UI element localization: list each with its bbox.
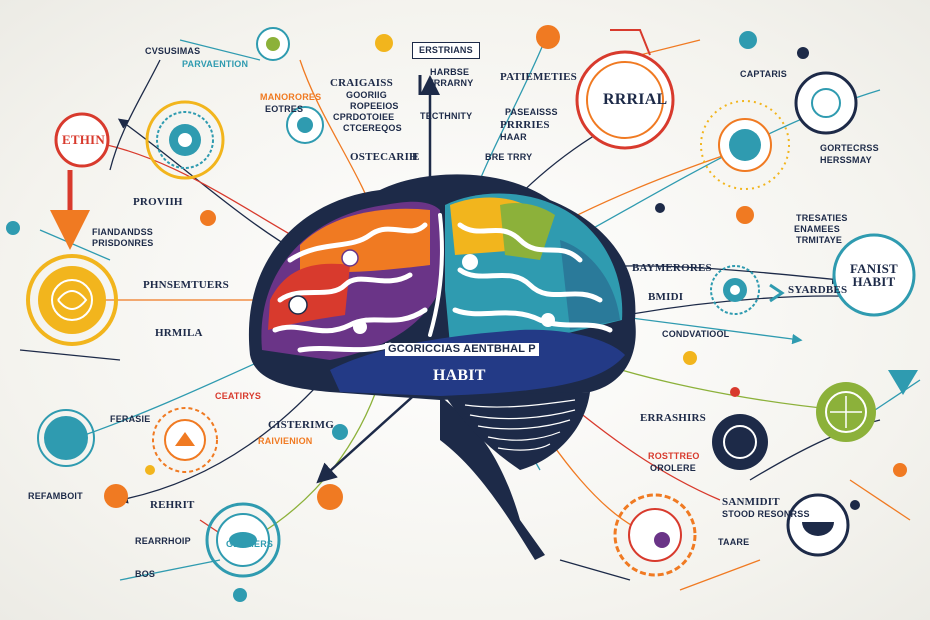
label-right-a: BAYMERORES — [632, 262, 712, 274]
label-low-right-4: SANMIDIT — [722, 496, 780, 508]
label-left-mid-3: PRISDONRES — [92, 238, 154, 248]
label-left-mid-1: PROVIIH — [133, 196, 183, 208]
label-right-c: BMIDI — [648, 291, 684, 303]
right-habit-node — [832, 233, 916, 317]
label-bottom-left-1: BOS — [135, 569, 156, 579]
label-col-left-e: CTCEREQOS — [343, 123, 402, 133]
label-right-circle-2: HABIT — [852, 274, 896, 289]
label-top-mid-3: PRRRIES — [500, 119, 550, 131]
label-right-mid-3: TRMITAYE — [796, 235, 843, 245]
right-chevron — [769, 283, 785, 303]
label-low-right-5: STOOD RESONRSS — [722, 509, 810, 519]
label-right-mid-1: TRESATIES — [796, 213, 848, 223]
top-right-icon-node — [794, 71, 858, 135]
right-habit-text: FANIST HABIT — [850, 262, 898, 288]
right-teal-node — [710, 265, 760, 315]
left-low-target-node — [152, 407, 218, 473]
label-col-left-g: EOTRES — [265, 104, 304, 114]
label-top-center-3: TECTHNITY — [420, 111, 473, 121]
label-top-center-1: HARBSE — [430, 67, 470, 77]
label-col-left-a: CRAIGAISS — [330, 77, 393, 89]
left-teal-node — [37, 409, 95, 467]
label-left-low-6: RAIVIENION — [258, 436, 313, 446]
label-right-top-2: GORTECRSS — [820, 143, 879, 153]
label-right-b: SYARDBES — [788, 284, 848, 296]
label-top-mid-4: HAAR — [500, 132, 527, 142]
brain — [248, 174, 636, 560]
label-left-low-2: CISTERIMG — [268, 419, 334, 431]
label-top-box: ERSTRIANS — [412, 42, 480, 59]
left-sun-node — [26, 254, 118, 346]
label-low-right-1: ERRASHIRS — [640, 412, 706, 424]
top-right-sun-node — [700, 100, 790, 190]
label-right-circle-1: FANIST — [850, 261, 898, 276]
label-low-right-2: ROSTTREO — [648, 451, 700, 461]
label-col-left-i: E — [412, 151, 420, 163]
label-left-mid-4: PHNSEMTUERS — [143, 279, 229, 291]
label-left-low-1: CEATIRYS — [215, 391, 262, 401]
label-top-left-2: PARVAENTION — [182, 59, 249, 69]
top-left-target-node — [145, 100, 225, 180]
label-top-mid-2: PASEAISSS — [505, 107, 558, 117]
label-col-left-d: CPRDOTOIEE — [333, 112, 395, 122]
label-right-top-1: CAPTARIS — [740, 69, 787, 79]
label-low-right-6: TAARE — [718, 537, 750, 547]
ethin-node — [54, 112, 110, 168]
label-left-low-4: REARRHOIP — [135, 536, 191, 546]
label-rrrial: RRRIAL — [603, 91, 668, 108]
right-green-node — [816, 382, 876, 442]
label-top-center-2: TRRARNY — [428, 78, 474, 88]
label-col-left-b: GOORIIG — [346, 90, 387, 100]
label-right-mid-2: ENAMEES — [794, 224, 840, 234]
label-top-mid-1: PATIEMETIES — [500, 71, 577, 83]
label-right-d: CONDVATIOOL — [662, 329, 730, 339]
label-brain-band: GCORICCIAS AENTBHAL P — [385, 343, 539, 356]
label-col-left-h: OSTECARIH — [350, 151, 418, 163]
top-right-circle-node — [575, 29, 675, 150]
label-top-mid-5: BRE TRRY — [485, 152, 533, 162]
bottom-left-gear-node — [205, 502, 281, 578]
label-low-right-3: OROLERE — [650, 463, 696, 473]
label-ethin: ETHIN — [62, 132, 105, 147]
label-col-left-f: MANORORES — [260, 92, 322, 102]
top-teal-node — [256, 27, 324, 144]
label-brain-habit: HABIT — [433, 367, 486, 384]
label-top-left-1: CVSUSIMAS — [145, 46, 201, 56]
label-left-mid-2: FIANDANDSS — [92, 227, 154, 237]
label-left-low-7: GETEIERS — [226, 539, 274, 549]
label-left-mid-5: HRMILA — [155, 327, 203, 339]
bottom-right-bowl-node — [786, 493, 850, 557]
right-navy-node — [712, 414, 768, 470]
right-triangle — [888, 370, 918, 395]
label-right-top-3: HERSSMAY — [820, 155, 872, 165]
label-small-left-1: FERASIE — [110, 414, 151, 424]
label-left-low-3: REHRIT — [150, 499, 195, 511]
label-left-low-5: REFAMBOIT — [28, 491, 83, 501]
label-col-left-c: ROPEEIOS — [350, 101, 399, 111]
bottom-right-gear-node — [613, 493, 697, 577]
